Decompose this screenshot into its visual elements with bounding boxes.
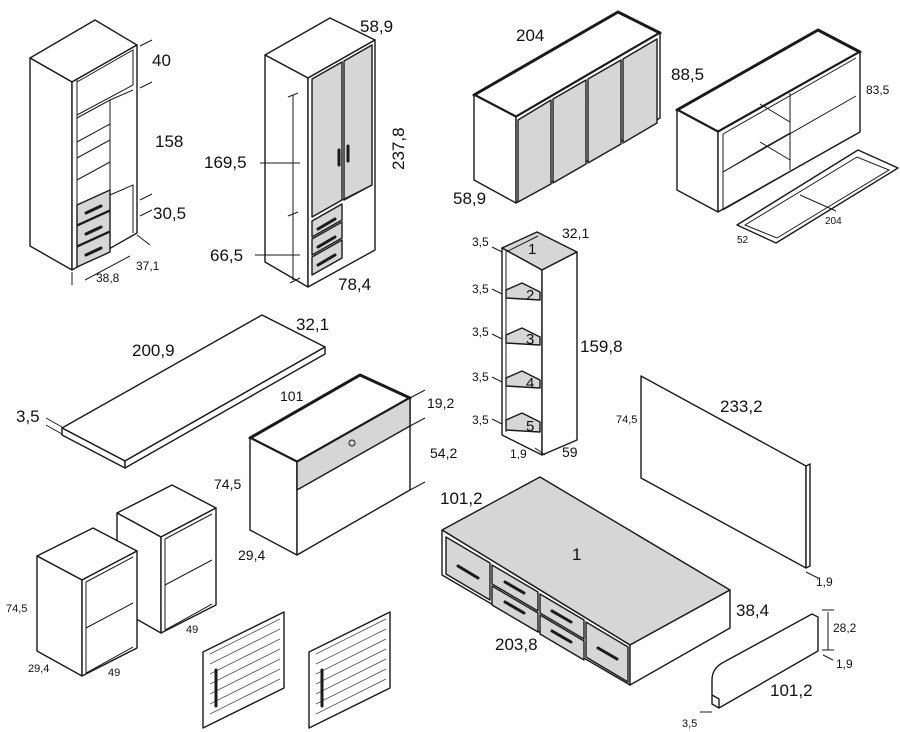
- bookcase-depth-dim: 32,1: [562, 225, 589, 241]
- wardrobe-doors-width-dim: 78,4: [338, 275, 371, 294]
- bed-guard-foot-dim: 3,5: [682, 718, 697, 730]
- bookcase-board-dim: 1,9: [510, 447, 527, 461]
- sideboard-height-dim: 88,5: [671, 65, 704, 84]
- open-sideboard-base-width-dim: 204: [825, 216, 842, 227]
- headboard-panel: 74,5 233,2 1,9: [616, 375, 833, 589]
- sideboard-width-dim: 204: [516, 26, 544, 45]
- bookcase-shelf-number: 1: [528, 241, 536, 258]
- bedside-height-dim: 74,5: [6, 603, 27, 615]
- open-sideboard-height-dim: 83,5: [866, 83, 890, 97]
- open-sideboard-base-depth-dim: 52: [737, 235, 749, 246]
- desk-top-width-dim: 200,9: [132, 341, 175, 360]
- desk-cabinet-depth-dim: 29,4: [238, 547, 265, 563]
- desk-cabinet: 101 19,2 54,2 74,5 29,4: [214, 373, 457, 563]
- bed-guard-rail: 28,2 1,9 101,2 3,5: [682, 609, 857, 730]
- bookcase-shelf-gap-dim: 3,5: [472, 370, 489, 384]
- bookcase-shelf-number: 2: [526, 287, 534, 304]
- desk-top-panel: 32,1 200,9 3,5: [16, 314, 329, 469]
- wardrobe-two-door: 58,9 237,8 169,5 66,5 78,4: [204, 17, 408, 294]
- bookcase-shelf-number: 5: [526, 418, 534, 435]
- desk-cabinet-width-dim: 101: [280, 388, 304, 404]
- desk-top-thickness-dim: 3,5: [16, 407, 40, 426]
- bookcase-shelf-number: 3: [526, 331, 534, 348]
- bookcase-width-dim: 59: [562, 444, 578, 460]
- bed-guard-width-dim: 101,2: [770, 681, 813, 700]
- desk-cabinet-front-dim: 54,2: [430, 445, 457, 461]
- desk-cabinet-height-dim: 74,5: [214, 476, 241, 492]
- slatted-drawer-fronts: [202, 611, 391, 729]
- bed-base-length-dim: 203,8: [495, 635, 538, 654]
- bookcase-shelf-gap-dim: 3,5: [472, 325, 489, 339]
- desk-top-depth-dim: 32,1: [296, 315, 329, 334]
- wardrobe-shelving-top-dim: 40: [152, 51, 171, 70]
- wardrobe-shelving-width-dim: 38,8: [96, 271, 120, 285]
- bed-base-label: 1: [572, 545, 581, 564]
- bookcase-shelf-gap-dim: 3,5: [472, 282, 489, 296]
- bookcase-shelf-gap-dim: 3,5: [472, 413, 489, 427]
- bookcase-five-shelf: 1 2 3 4 5 3,5 3,5 3,5 3,5 3,5 32,1 159,8…: [472, 225, 623, 461]
- wardrobe-shelving-height-dim: 158: [155, 132, 183, 151]
- wardrobe-shelving-drawer-dim: 30,5: [153, 204, 186, 223]
- wardrobe-doors-lower-dim: 66,5: [210, 246, 243, 265]
- bookcase-height-dim: 159,8: [580, 337, 623, 356]
- wardrobe-doors-upper-dim: 169,5: [204, 153, 247, 172]
- sideboard-four-door: 204 88,5 58,9: [453, 10, 704, 208]
- open-sideboard: 83,5 204 52: [675, 28, 899, 246]
- sideboard-depth-dim: 58,9: [453, 189, 486, 208]
- bedside-width-back-dim: 49: [186, 624, 198, 636]
- open-bedside-units: 74,5 29,4 49 49: [6, 484, 217, 679]
- bookcase-shelf-number: 4: [526, 375, 534, 392]
- bed-guard-thickness-dim: 1,9: [836, 657, 853, 671]
- headboard-width-dim: 233,2: [720, 397, 763, 416]
- bed-base-height-dim: 38,4: [736, 601, 769, 620]
- headboard-thickness-dim: 1,9: [816, 575, 833, 589]
- bookcase-shelf-gap-dim: 3,5: [472, 235, 489, 249]
- bed-base-width-dim: 101,2: [440, 489, 483, 508]
- headboard-height-dim: 74,5: [616, 414, 637, 426]
- wardrobe-shelving-unit: 40 158 30,5 38,8 37,1: [29, 19, 186, 285]
- bedside-depth-dim: 29,4: [28, 663, 49, 675]
- desk-cabinet-flap-dim: 19,2: [427, 395, 454, 411]
- wardrobe-shelving-depth-dim: 37,1: [136, 259, 160, 273]
- wardrobe-doors-depth-dim: 58,9: [360, 17, 393, 36]
- bed-guard-height-dim: 28,2: [833, 621, 857, 635]
- wardrobe-doors-total-height-dim: 237,8: [389, 127, 408, 170]
- bed-base-drawers: 1 101,2 203,8 38,4: [440, 476, 769, 686]
- bedside-width-front-dim: 49: [108, 667, 120, 679]
